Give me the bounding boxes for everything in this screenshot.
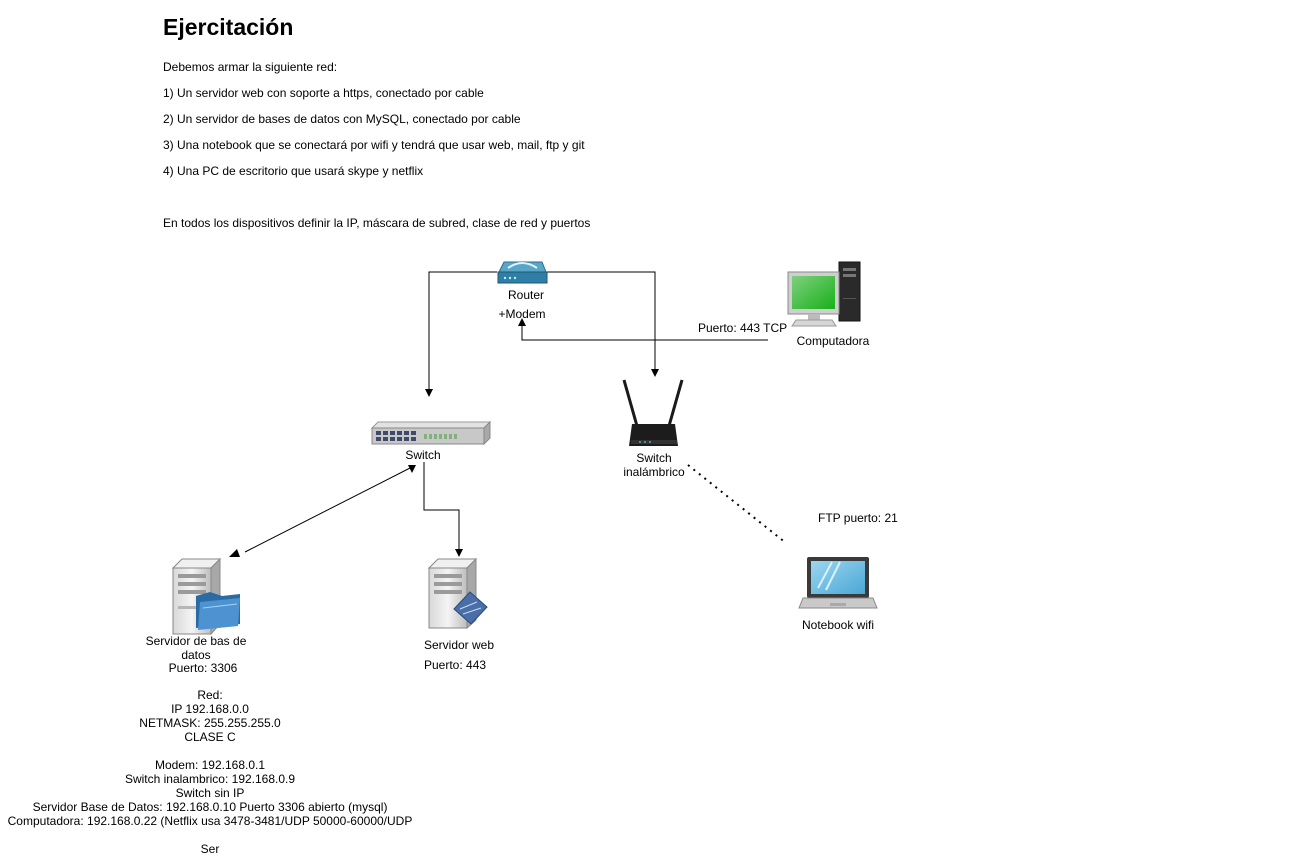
computer-to-router-connector [518, 318, 768, 341]
router-label-line2: +Modem [498, 307, 546, 321]
intro-text: Debemos armar la siguiente red: [163, 60, 338, 74]
switch-to-db-connector [244, 466, 413, 553]
page-title: Ejercitación [163, 14, 294, 40]
database-server-icon [171, 557, 240, 636]
web-server-port: Puerto: 443 [424, 658, 487, 672]
note-line: Computadora: 192.168.0.22 (Netflix usa 3… [7, 814, 413, 828]
note-line [8, 828, 413, 842]
requirement-item: 2) Un servidor de bases de datos con MyS… [163, 112, 521, 126]
computer-port-label: Puerto: 443 TCP [698, 321, 788, 335]
note-line: Servidor Base de Datos: 192.168.0.10 Pue… [32, 800, 388, 814]
wifi-dotted-link [687, 464, 787, 544]
note-line: NETMASK: 255.255.255.0 [139, 716, 281, 730]
switch-label: Switch [405, 448, 441, 462]
db-server-label-line2: datos [181, 648, 211, 662]
note-line: Ser [200, 842, 220, 856]
laptop-icon [798, 557, 878, 609]
note-line: Red: [197, 688, 223, 702]
web-server-label: Servidor web [423, 638, 495, 652]
router-icon [497, 261, 548, 284]
ftp-port-label: FTP puerto: 21 [818, 511, 898, 525]
requirement-item: 3) Una notebook que se conectará por wif… [163, 138, 585, 152]
router-to-switch-connector [425, 271, 497, 397]
web-server-icon [427, 557, 488, 630]
router-label-line1: Router [507, 288, 545, 302]
switch-icon [370, 420, 492, 446]
router-to-wireless-connector [546, 271, 659, 377]
db-server-port: Puerto: 3306 [168, 661, 238, 675]
db-server-label-line1: Servidor de bas de [145, 634, 247, 648]
note-line: CLASE C [184, 730, 236, 744]
note-line: IP 192.168.0.0 [171, 702, 249, 716]
network-notes: Red: IP 192.168.0.0 NETMASK: 255.255.255… [8, 688, 413, 856]
note-line: Modem: 192.168.0.1 [154, 758, 266, 772]
wireless-label-line1: Switch [636, 451, 672, 465]
instruction-text: En todos los dispositivos definir la IP,… [163, 216, 591, 230]
note-line: Switch sin IP [175, 786, 245, 800]
notebook-label: Notebook wifi [801, 618, 875, 632]
note-line [8, 744, 413, 758]
requirement-item: 4) Una PC de escritorio que usará skype … [163, 164, 424, 178]
switch-to-web-connector [423, 462, 463, 557]
requirement-item: 1) Un servidor web con soporte a https, … [163, 86, 484, 100]
note-line: Switch inalambrico: 192.168.0.9 [124, 772, 296, 786]
computer-label: Computadora [796, 334, 870, 348]
wireless-router-icon [622, 379, 684, 446]
wireless-label-line2: inalámbrico [623, 465, 685, 479]
desktop-computer-icon [787, 261, 861, 327]
